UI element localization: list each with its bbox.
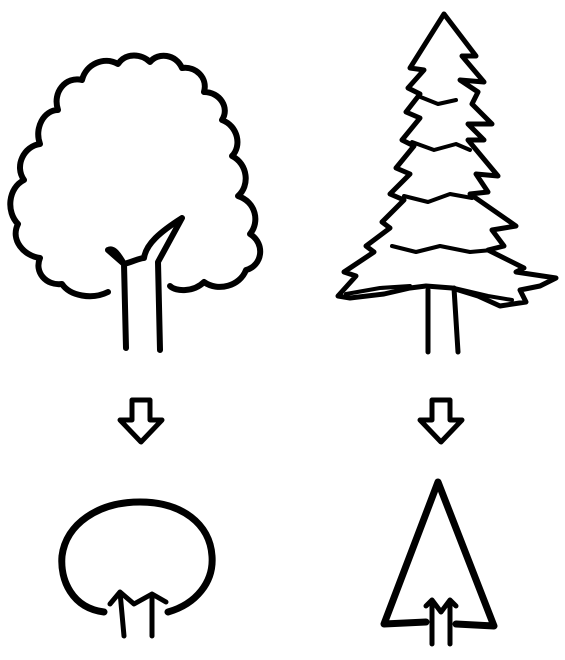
left-down-arrow [120,400,162,442]
conifer-branch-details [346,96,512,300]
right-down-arrow [420,400,462,442]
down-arrow-icon [120,400,162,442]
round-crown-tree-icon [62,502,212,636]
conifer-tree-sketch [338,14,556,352]
round-crown-trunk [110,592,166,636]
triangle-crown-outline [384,482,494,626]
round-crown-outline [62,502,212,612]
triangle-trunk [426,600,456,644]
triangle-conifer-icon [384,482,494,644]
conifer-trunk [428,288,458,352]
down-arrow-icon [420,400,462,442]
deciduous-tree-sketch [10,56,260,351]
conifer-crown-outline [338,14,556,306]
